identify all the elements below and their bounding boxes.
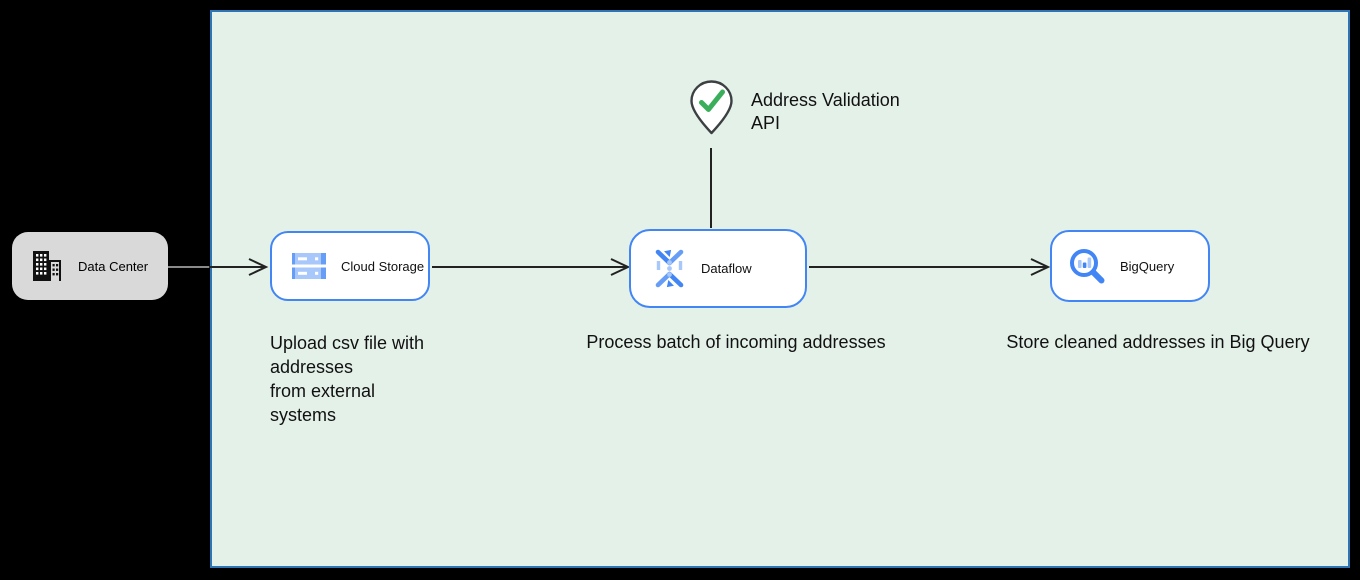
node-label: Cloud Storage [341, 258, 425, 274]
node-bigquery: BigQuery [1050, 230, 1210, 302]
arrow-dataflow-to-bigquery [809, 258, 1051, 276]
caption-bigquery: Store cleaned addresses in Big Query [1006, 332, 1310, 352]
node-label: BigQuery [1120, 258, 1175, 274]
node-label: Dataflow [701, 261, 752, 276]
annotation-address-validation-api: Address Validation API [751, 90, 900, 133]
node-label: Data Center [78, 258, 149, 274]
caption-dataflow: Process batch of incoming addresses [586, 332, 886, 352]
cloud-storage-icon [290, 250, 328, 282]
map-pin-check-icon [688, 79, 735, 136]
bigquery-icon [1067, 246, 1107, 286]
arrow-cloudstorage-to-dataflow [432, 258, 631, 276]
dataflow-icon [651, 248, 688, 289]
node-cloud-storage: Cloud Storage [270, 231, 430, 301]
building-icon [28, 248, 66, 284]
arrow-datacenter-to-cloudstorage [168, 258, 269, 276]
node-data-center: Data Center [12, 232, 168, 300]
caption-cloud-storage: Upload csv file with addresses from exte… [270, 333, 425, 425]
node-dataflow: Dataflow [629, 229, 807, 308]
